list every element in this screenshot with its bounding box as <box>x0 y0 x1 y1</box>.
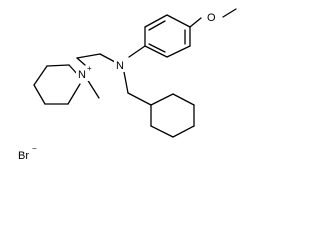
piperidinium-nitrogen-label: N <box>78 69 86 81</box>
piperidinium-charge-label: + <box>87 64 92 73</box>
bond-amine-ch2-cyclohexyl <box>123 71 129 94</box>
piperidinium-ring <box>33 64 81 105</box>
cyclohexane-ring <box>150 93 195 138</box>
bromide-label: Br <box>18 150 29 162</box>
bond-ch2-ch2 <box>76 53 101 59</box>
bond-n-methyl <box>86 78 100 99</box>
methoxyphenyl-ring <box>144 14 191 58</box>
bond-oxygen-ring <box>189 17 202 28</box>
bond-ch2-piperidinium <box>76 57 86 66</box>
atom-labels: O N N + Br − <box>18 9 219 162</box>
oxygen-label: O <box>207 12 216 24</box>
amine-nitrogen-label: N <box>116 60 124 72</box>
bond-amine-ch2 <box>99 53 116 63</box>
chemical-structure: O N N + Br − <box>18 8 237 162</box>
bonds <box>33 8 237 138</box>
bond-ch2-cyclohexyl <box>127 92 152 106</box>
bond-ring-amine <box>128 45 146 58</box>
bond-methyl-oxygen <box>222 8 237 18</box>
bromide-charge-label: − <box>32 144 37 153</box>
